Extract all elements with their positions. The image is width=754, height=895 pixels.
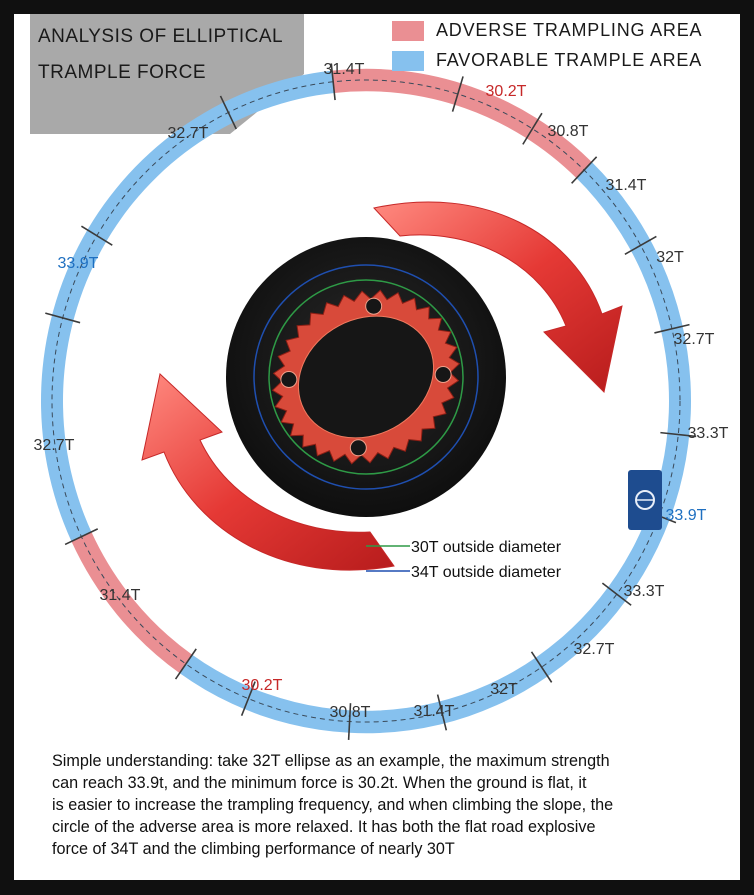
legend-adverse-label: ADVERSE TRAMPLING AREA — [436, 20, 703, 40]
favorable-segment-left — [40, 70, 335, 542]
title-line-2: TRAMPLE FORCE — [38, 62, 207, 83]
tooth-label-t16: 32.7T — [34, 437, 75, 454]
tooth-label-t17: 33.9T — [58, 255, 99, 272]
trample-force-diagram: 30T outside diameter 34T outside diamete… — [30, 14, 729, 740]
tooth-label-t09: 33.3T — [624, 583, 665, 600]
ring-ticks — [45, 63, 697, 740]
ring-tick — [45, 312, 81, 324]
tooth-label-t12: 31.4T — [414, 703, 455, 720]
ring-tick — [522, 112, 543, 145]
chainring-center-opening — [297, 315, 435, 439]
legend-adverse: ADVERSE TRAMPLING AREA — [392, 20, 702, 41]
ring-tick — [64, 528, 99, 546]
ring-tick — [654, 323, 690, 334]
max-force-marker — [628, 470, 662, 530]
tooth-label-t06: 32.7T — [674, 331, 715, 348]
chainring-bolt-hole — [280, 371, 298, 389]
ring-tick — [174, 648, 197, 680]
ring-tick — [240, 681, 256, 716]
diameter-legend-30t-label: 30T outside diameter — [411, 539, 562, 556]
chainring-bolt-hole — [365, 297, 383, 315]
tooth-count-labels: 31.4T 30.2T 30.8T 31.4T 32T 32.7T 33.3T 33.9T 33… — [34, 61, 729, 721]
ring-tick — [330, 63, 336, 101]
rotation-arrow-bottom — [141, 373, 395, 571]
infographic-panel: 30T outside diameter 34T outside diamete… — [14, 14, 740, 880]
tooth-label-t05: 32T — [656, 249, 684, 266]
tooth-label-t01: 31.4T — [324, 61, 365, 78]
ring-tick — [660, 431, 697, 438]
ring-tick — [530, 651, 553, 683]
tooth-label-t13: 30.8T — [330, 704, 371, 721]
outer-diameter-30t-circle — [268, 279, 464, 475]
title-line-1: ANALYSIS OF ELLIPTICAL — [38, 26, 284, 47]
ring-tick — [624, 235, 657, 255]
tooth-label-t03: 30.8T — [548, 123, 589, 140]
ring-tick — [347, 703, 352, 740]
ring-dashed-line — [51, 79, 681, 723]
tooth-label-t10: 32.7T — [574, 641, 615, 658]
ring-tick — [81, 225, 113, 246]
rotation-arrow-top — [373, 201, 623, 394]
legend-favorable-label: FAVORABLE TRAMPLE AREA — [436, 50, 703, 70]
oval-chainring — [271, 289, 461, 465]
outer-diameter-34t-circle — [253, 264, 479, 490]
tooth-label-t15: 31.4T — [100, 587, 141, 604]
caption-line: can reach 33.9t, and the minimum force i… — [52, 774, 587, 792]
chainring-bolt-hole — [349, 439, 367, 457]
tooth-label-t14: 30.2T — [242, 677, 283, 694]
caption-line: circle of the adverse area is more relax… — [52, 818, 596, 836]
diameter-legend-34t-label: 34T outside diameter — [411, 564, 562, 581]
legend-adverse-swatch — [392, 20, 424, 41]
tooth-label-t04: 31.4T — [606, 177, 647, 194]
explanation-caption: Simple understanding: take 32T ellipse a… — [52, 750, 732, 860]
chainring-bolt-hole — [434, 365, 452, 383]
adverse-segment-bottom — [71, 531, 193, 674]
caption-line: force of 34T and the climbing performanc… — [52, 840, 455, 858]
tooth-label-t02: 30.2T — [486, 83, 527, 100]
tooth-label-t11: 32T — [490, 681, 518, 698]
caption-line: Simple understanding: take 32T ellipse a… — [52, 752, 610, 770]
caption-line: is easier to increase the trampling freq… — [52, 796, 614, 814]
ring-tick — [601, 582, 632, 606]
legend-favorable-swatch — [392, 50, 424, 71]
tooth-label-t18: 32.7T — [168, 125, 209, 142]
ring-centerline — [51, 79, 681, 723]
legend-favorable: FAVORABLE TRAMPLE AREA — [392, 50, 702, 71]
ring-tick — [219, 95, 237, 130]
ring-tick — [436, 694, 448, 731]
tooth-label-t08: 33.9T — [666, 507, 707, 524]
ring-tick — [451, 76, 464, 112]
tooth-label-t07: 33.3T — [688, 425, 729, 442]
ring-tick — [571, 156, 598, 184]
chainring-photo — [226, 237, 506, 517]
